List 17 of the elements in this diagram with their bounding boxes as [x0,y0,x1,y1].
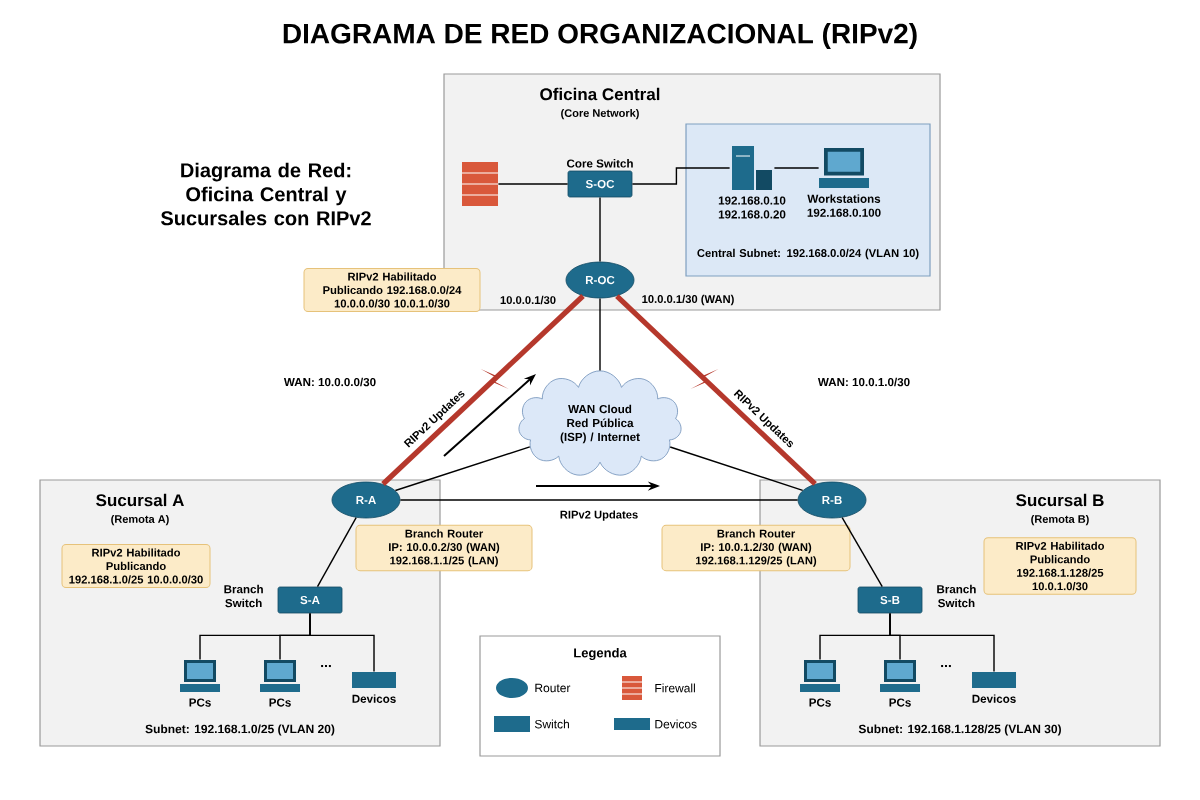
connector [497,183,569,185]
connector [309,612,375,673]
subtitle: Diagrama de Red: Oficina Central y Sucursales con RIPv2 [160,162,371,226]
connector [841,516,883,588]
connector [599,297,601,372]
connector [316,516,357,588]
connector [399,499,799,501]
connector [773,167,820,169]
connector [631,167,731,185]
connector [599,196,601,263]
firewall-icon [461,162,499,206]
connector [615,294,817,486]
title: DIAGRAMA DE RED ORGANIZACIONAL (RIPv2) [283,22,917,50]
connector [381,294,585,486]
connector [394,446,531,492]
connector [889,612,995,673]
connector [669,446,804,492]
